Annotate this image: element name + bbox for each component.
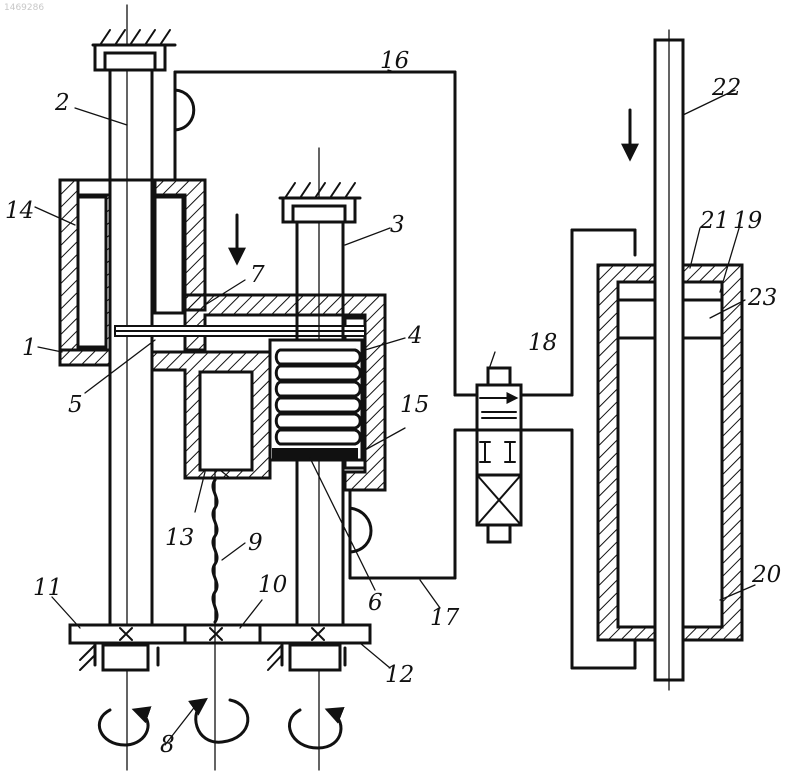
label-16: 16 (380, 48, 409, 74)
label-9: 9 (248, 530, 263, 556)
shaft-2 (80, 5, 175, 770)
label-17: 17 (430, 605, 460, 631)
top-support-3 (280, 183, 360, 222)
spring-4 (270, 340, 362, 460)
label-23: 23 (747, 285, 777, 311)
label-15: 15 (400, 392, 429, 418)
label-10: 10 (258, 572, 287, 598)
label-3: 3 (390, 212, 405, 238)
label-5: 5 (68, 392, 83, 418)
top-support-2 (93, 30, 175, 70)
label-22: 22 (711, 75, 741, 101)
label-20: 20 (751, 562, 781, 588)
label-7: 7 (250, 262, 265, 288)
label-4: 4 (407, 323, 423, 349)
label-2: 2 (54, 90, 70, 116)
label-21: 21 (699, 208, 729, 234)
label-6: 6 (368, 590, 383, 616)
rod-22 (655, 30, 683, 690)
label-19: 19 (733, 208, 762, 234)
housing-14 (60, 180, 205, 365)
gear-train (70, 470, 370, 770)
valve-18 (477, 368, 521, 542)
label-14: 14 (5, 198, 34, 224)
label-1: 1 (22, 335, 37, 361)
label-18: 18 (528, 330, 557, 356)
label-12: 12 (385, 662, 414, 688)
passage-5 (115, 326, 365, 336)
label-8: 8 (160, 732, 175, 758)
label-11: 11 (33, 575, 62, 601)
rotation-arrows (99, 700, 341, 748)
watermark: 1469286 (4, 3, 44, 13)
label-13: 13 (165, 525, 194, 551)
